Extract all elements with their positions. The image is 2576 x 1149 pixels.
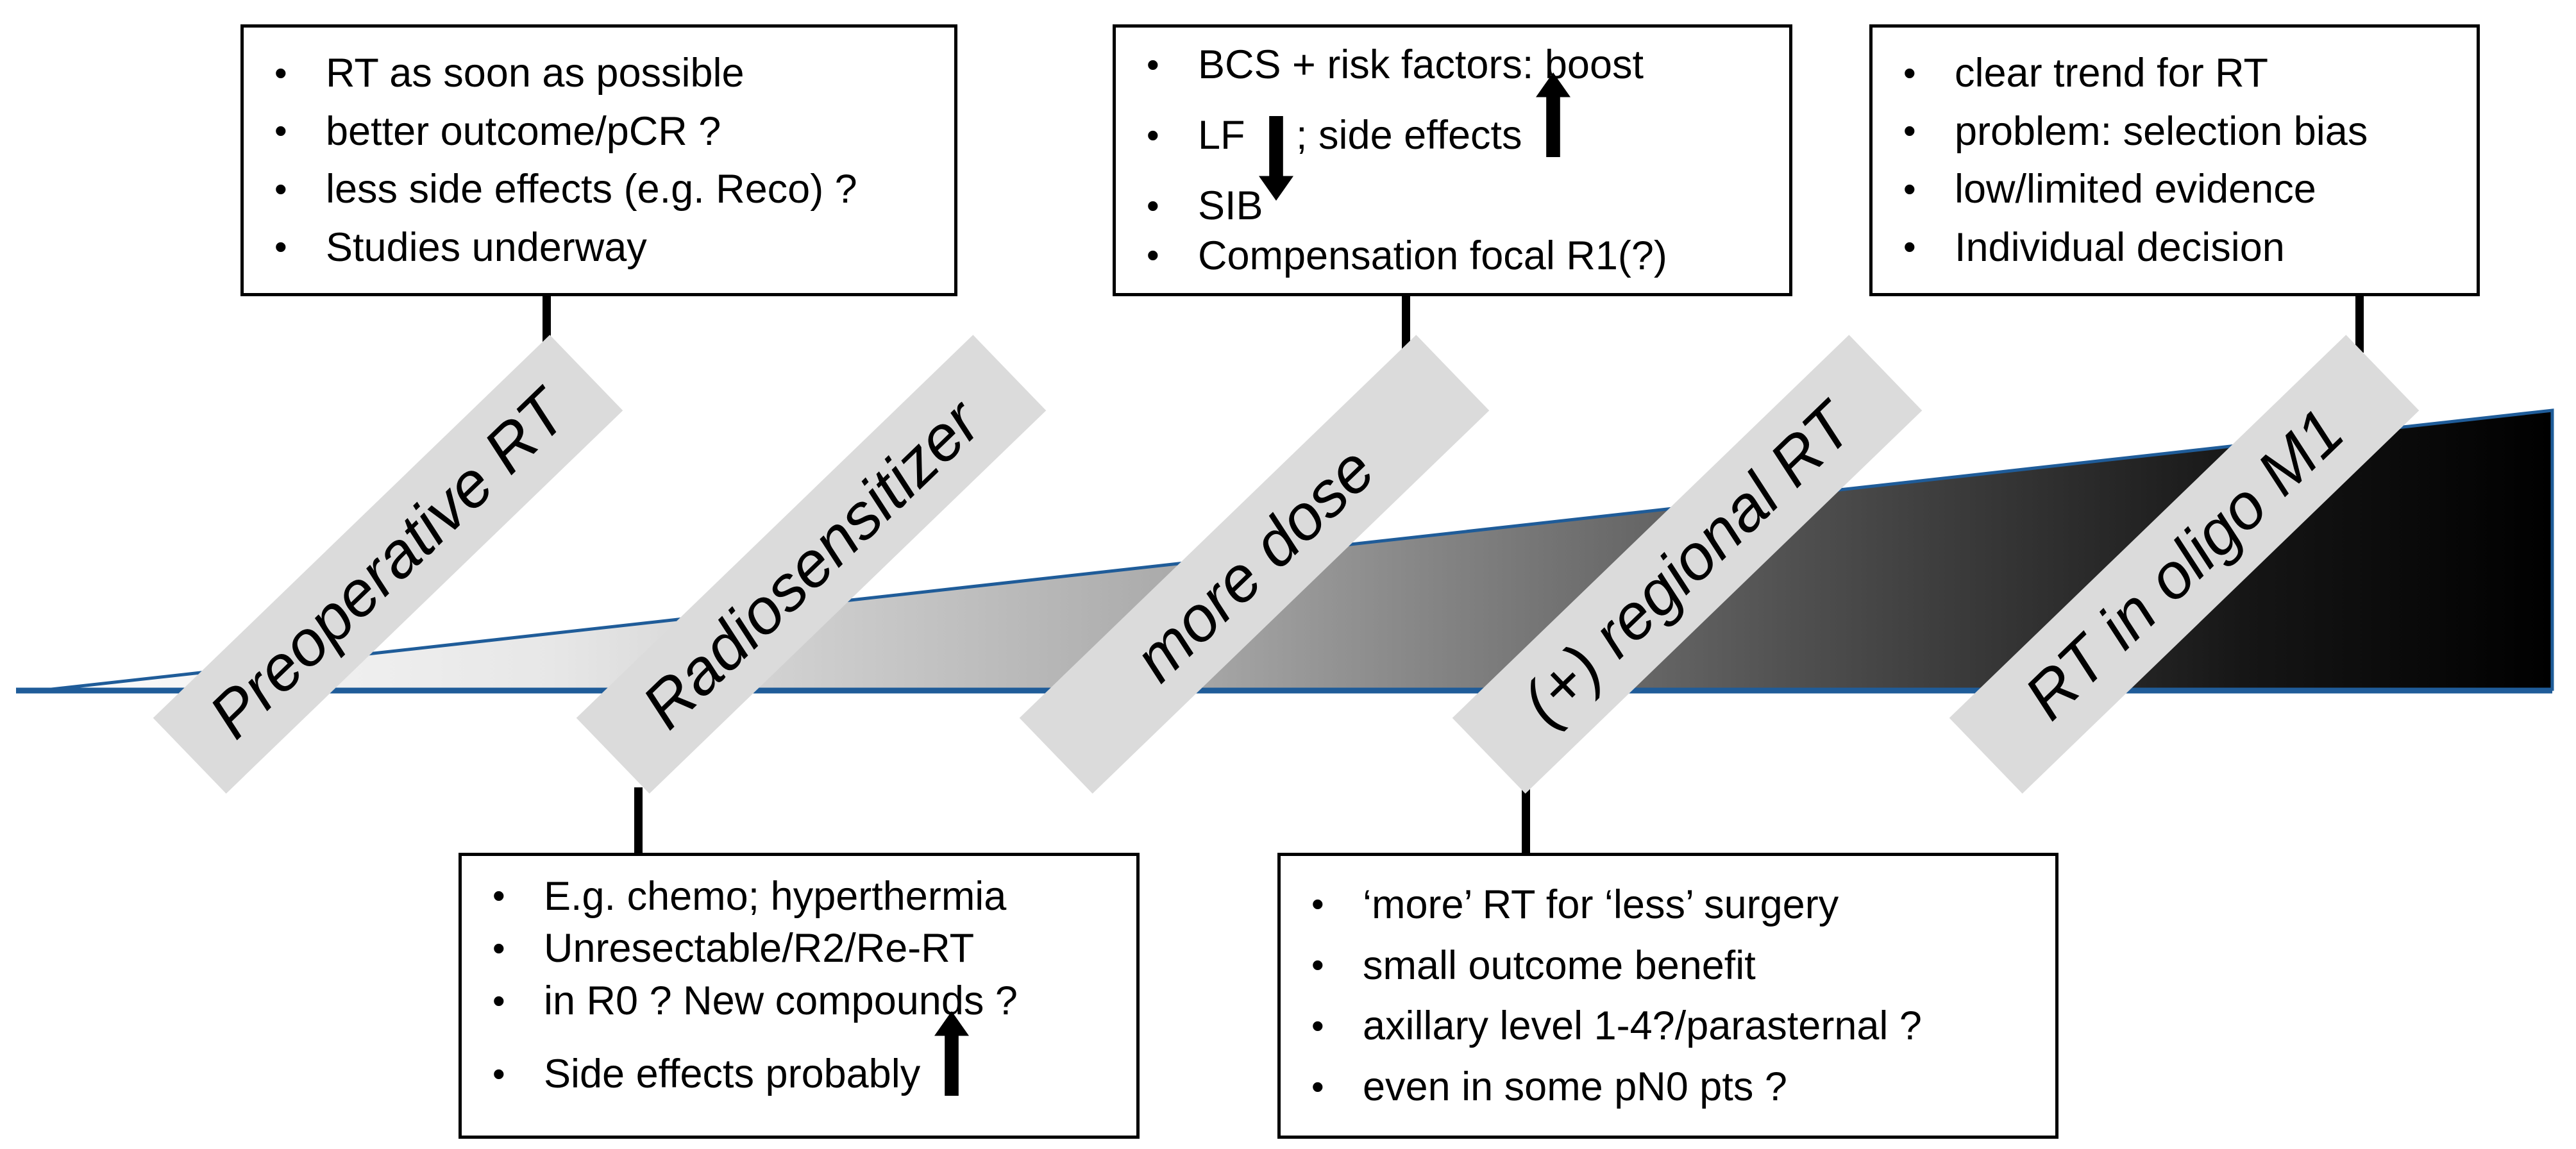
bullet-item: LF ; side effects xyxy=(1141,72,1775,201)
bullet-text: even in some pN0 pts ? xyxy=(1363,1064,1787,1110)
bullet-item: Compensation focal R1(?) xyxy=(1141,235,1775,277)
bullet-text: ; side effects xyxy=(1296,113,1534,158)
up-arrow-icon xyxy=(1536,72,1571,158)
bullet-text: SIB xyxy=(1198,183,1263,229)
bullet-list: RT as soon as possible better outcome/pCR… xyxy=(244,28,954,293)
callout-bottom-left: E.g. chemo; hyperthermiaUnresectable/R2/… xyxy=(459,853,1140,1139)
bullet-text: Studies underway xyxy=(326,224,647,270)
bullet-item: small outcome benefit xyxy=(1306,943,2041,988)
bullet-list: E.g. chemo; hyperthermiaUnresectable/R2/… xyxy=(462,856,1136,1136)
bullet-item: Studies underway xyxy=(269,224,940,270)
bullet-item: ‘more’ RT for ‘less’ surgery xyxy=(1306,884,2041,926)
bullet-item: Unresectable/R2/Re-RT xyxy=(487,927,1122,969)
bullet-item: problem: selection bias xyxy=(1898,110,2462,153)
bullet-text: better outcome/pCR ? xyxy=(326,108,721,154)
bullet-text: problem: selection bias xyxy=(1955,108,2368,154)
bullet-text: Compensation focal R1(?) xyxy=(1198,233,1667,278)
down-arrow-icon xyxy=(1259,116,1294,201)
bullet-item: E.g. chemo; hyperthermia xyxy=(487,873,1122,919)
bullet-item: Individual decision xyxy=(1898,224,2462,270)
bullet-item: BCS + risk factors: boost xyxy=(1141,44,1775,86)
bullet-item: SIB xyxy=(1141,185,1775,227)
bullet-item: clear trend for RT xyxy=(1898,52,2462,94)
up-arrow-icon xyxy=(934,1011,969,1096)
bullet-item: less side effects (e.g. Reco) ? xyxy=(269,168,940,210)
callout-top-left: RT as soon as possible better outcome/pCR… xyxy=(240,24,957,296)
bullet-item: better outcome/pCR ? xyxy=(269,110,940,153)
callout-top-right: clear trend for RT problem: selection bia… xyxy=(1869,24,2480,296)
bullet-text: BCS + risk factors: boost xyxy=(1198,42,1644,88)
bullet-text: small outcome benefit xyxy=(1363,943,1756,988)
bullet-item: in R0 ? New compounds ? xyxy=(487,980,1122,1022)
bullet-text: RT as soon as possible xyxy=(326,51,745,96)
bullet-text: low/limited evidence xyxy=(1955,167,2316,212)
bullet-item: even in some pN0 pts ? xyxy=(1306,1066,2041,1108)
bullet-list: ‘more’ RT for ‘less’ surgery small outcom… xyxy=(1281,856,2055,1136)
bullet-list: BCS + risk factors: boostLF ; side effec… xyxy=(1116,28,1789,293)
bullet-text: less side effects (e.g. Reco) ? xyxy=(326,167,857,212)
callout-bottom-right: ‘more’ RT for ‘less’ surgery small outcom… xyxy=(1277,853,2058,1139)
bullet-text: Unresectable/R2/Re-RT xyxy=(544,926,975,971)
bullet-item: RT as soon as possible xyxy=(269,52,940,94)
bullet-text: Side effects probably xyxy=(544,1052,932,1097)
bullet-text: LF xyxy=(1198,113,1257,158)
bullet-item: low/limited evidence xyxy=(1898,168,2462,210)
callout-top-center: BCS + risk factors: boostLF ; side effec… xyxy=(1113,24,1792,296)
connector-line xyxy=(2355,292,2364,353)
bullet-text: Individual decision xyxy=(1955,224,2285,270)
connector-line xyxy=(634,787,643,855)
bullet-item: axillary level 1-4?/parasternal ? xyxy=(1306,1005,2041,1047)
bullet-text: E.g. chemo; hyperthermia xyxy=(544,873,1007,919)
bullet-text: axillary level 1-4?/parasternal ? xyxy=(1363,1003,1922,1049)
bullet-list: clear trend for RT problem: selection bia… xyxy=(1873,28,2477,293)
bullet-text: clear trend for RT xyxy=(1955,51,2269,96)
connector-line xyxy=(1522,787,1530,855)
bullet-item: Side effects probably xyxy=(487,1011,1122,1116)
bullet-text: ‘more’ RT for ‘less’ surgery xyxy=(1363,882,1839,927)
